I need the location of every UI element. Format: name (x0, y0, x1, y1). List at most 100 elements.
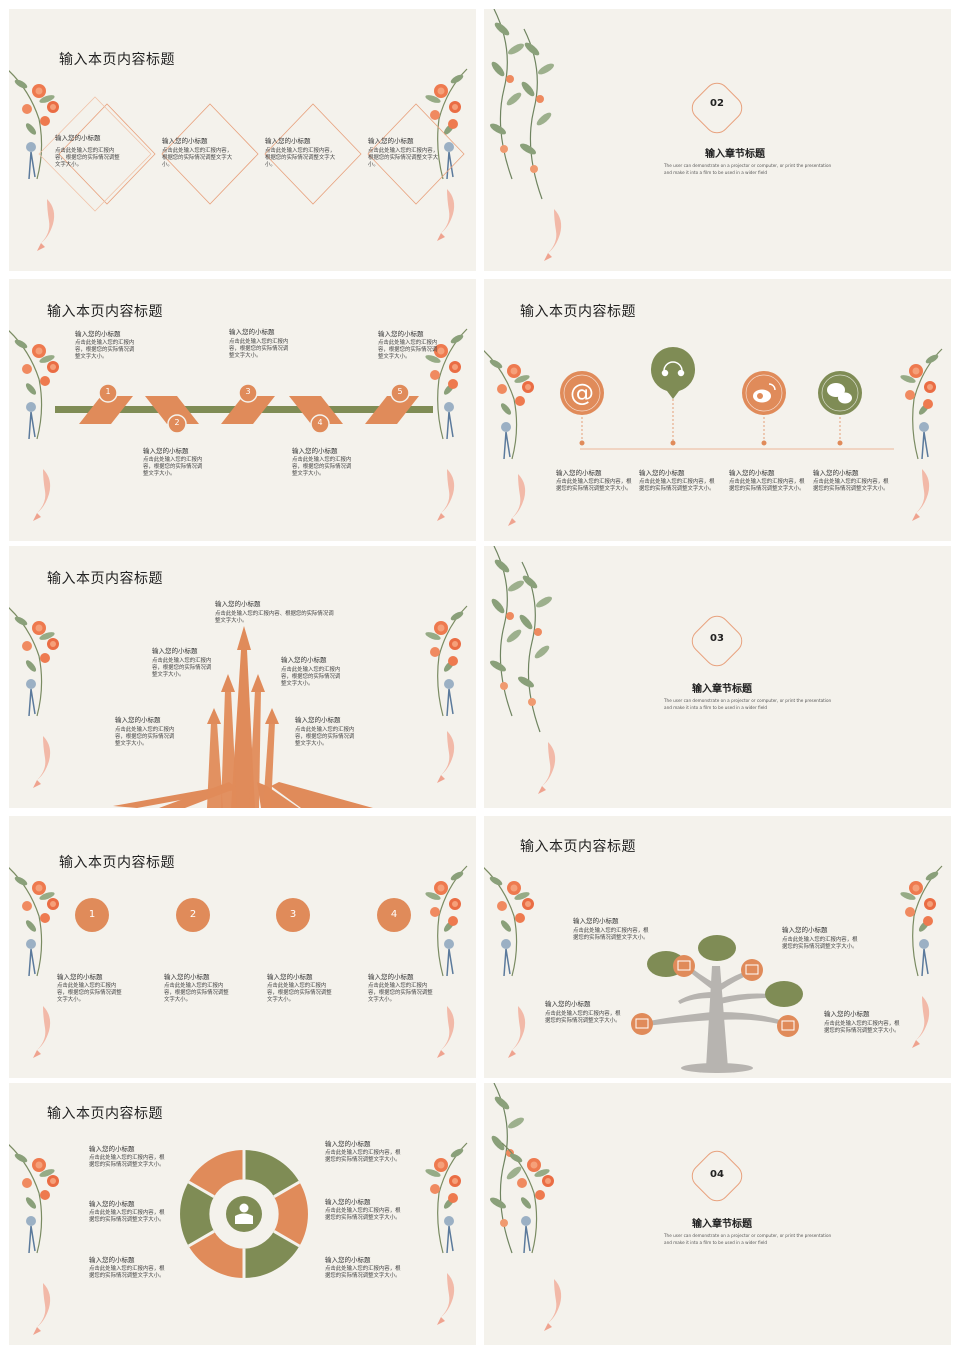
item-desc: 点击此处输入您的汇报内容，根据您的实际情况调整文字大小。 (325, 1266, 401, 1280)
user-icon (635, 1018, 649, 1029)
item-subtitle: 输入您的小标题 (639, 469, 685, 477)
item-desc: 点击此处输入您的汇报内容，根据您的实际情况调整文字大小。 (813, 479, 889, 493)
item-subtitle: 输入您的小标题 (215, 600, 261, 608)
step-number: 3 (245, 387, 251, 396)
slide-9: 输入本页内容标题 输入您的小标题 点击此处输入您的汇报内容，根据您的实际情况调整… (9, 1083, 476, 1345)
item-desc: 点击此处输入您的汇报内容，根据您的实际情况调整文字大小。 (55, 148, 120, 169)
item-desc: 点击此处输入您的汇报内容，根据您的实际情况调整文字大小。 (292, 457, 352, 478)
item-subtitle: 输入您的小标题 (143, 447, 189, 455)
item-subtitle: 输入您的小标题 (782, 926, 828, 934)
slide-decor (9, 865, 468, 1058)
section-subtitle: The user can demonstrate on a projector … (664, 698, 832, 710)
step-number: 1 (105, 387, 111, 396)
item-subtitle: 输入您的小标题 (573, 917, 619, 925)
slide-decor (487, 546, 743, 794)
item-desc: 点击此处输入您的汇报内容，根据您的实际情况调整文字大小。 (545, 1011, 621, 1025)
section-title: 输入章节标题 (705, 149, 765, 160)
item-subtitle: 输入您的小标题 (55, 134, 101, 142)
item-desc: 点击此处输入您的汇报内容，根据您的实际情况调整文字大小。 (295, 727, 355, 748)
item-desc: 点击此处输入您的汇报内容，根据您的实际情况调整文字大小。 (164, 983, 229, 1004)
slide-decor (484, 346, 943, 526)
slide-5: 输入本页内容标题 输入您的小标题 点击此处输入您的汇报内容、根据您的实际情况调整… (9, 546, 476, 808)
item-subtitle: 输入您的小标题 (162, 137, 208, 145)
slide-6: 03 输入章节标题 The user can demonstrate on a … (484, 546, 951, 808)
step-number: 2 (189, 909, 197, 920)
item-desc: 点击此处输入您的汇报内容，根据您的实际情况调整文字大小。 (267, 983, 332, 1004)
item-desc: 点击此处输入您的汇报内容，根据您的实际情况调整文字大小。 (556, 479, 632, 493)
item-desc: 点击此处输入您的汇报内容，根据您的实际情况调整文字大小。 (229, 339, 289, 360)
slide-4: @ 输入本页内容标题 输入您的小标题 点击此处输入您的汇报内容，根据您的实际情况… (484, 279, 951, 541)
slide-decor (9, 68, 468, 251)
slide-title: 输入本页内容标题 (47, 304, 163, 320)
slide-10: 04 输入章节标题 The user can demonstrate on a … (484, 1083, 951, 1345)
item-subtitle: 输入您的小标题 (556, 469, 602, 477)
item-desc: 点击此处输入您的汇报内容，根据您的实际情况调整文字大小。 (824, 1021, 900, 1035)
item-subtitle: 输入您的小标题 (115, 716, 161, 724)
item-desc: 点击此处输入您的汇报内容、根据您的实际情况调整文字大小。 (215, 611, 334, 625)
item-subtitle: 输入您的小标题 (164, 973, 210, 981)
step-number: 4 (317, 418, 323, 427)
item-subtitle: 输入您的小标题 (89, 1256, 135, 1264)
item-desc: 点击此处输入您的汇报内容，根据您的实际情况调整文字大小。 (325, 1150, 401, 1164)
item-desc: 点击此处输入您的汇报内容，根据您的实际情况调整文字大小。 (573, 928, 649, 942)
step-number: 3 (289, 909, 297, 920)
section-title: 输入章节标题 (692, 1219, 752, 1230)
at-icon: @ (570, 379, 594, 407)
slide-decor (487, 1083, 743, 1331)
item-desc: 点击此处输入您的汇报内容，根据您的实际情况调整文字大小。 (782, 937, 858, 951)
section-subtitle: The user can demonstrate on a projector … (664, 1233, 832, 1245)
item-subtitle: 输入您的小标题 (824, 1010, 870, 1018)
item-desc: 点击此处输入您的汇报内容，根据您的实际情况调整文字大小。 (115, 727, 175, 748)
slide-decor (9, 605, 468, 808)
item-subtitle: 输入您的小标题 (89, 1200, 135, 1208)
step-number: 2 (174, 418, 180, 427)
slide-title: 输入本页内容标题 (47, 1106, 163, 1122)
item-subtitle: 输入您的小标题 (368, 137, 414, 145)
item-desc: 点击此处输入您的汇报内容，根据您的实际情况调整文字大小。 (378, 340, 438, 361)
slide-decor (9, 1142, 468, 1335)
section-subtitle: The user can demonstrate on a projector … (664, 163, 832, 175)
item-subtitle: 输入您的小标题 (378, 330, 424, 338)
item-subtitle: 输入您的小标题 (229, 328, 275, 336)
item-desc: 点击此处输入您的汇报内容，根据您的实际情况调整文字大小。 (152, 658, 212, 679)
item-subtitle: 输入您的小标题 (281, 656, 327, 664)
slide-2: 02 输入章节标题 The user can demonstrate on a … (484, 9, 951, 271)
slide-title: 输入本页内容标题 (59, 52, 175, 68)
item-desc: 点击此处输入您的汇报内容，根据您的实际情况调整文字大小。 (75, 340, 135, 361)
step-number: 5 (397, 387, 403, 396)
item-desc: 点击此处输入您的汇报内容，根据您的实际情况调整文字大小。 (89, 1155, 165, 1169)
item-desc: 点击此处输入您的汇报内容，根据您的实际情况调整文字大小。 (325, 1208, 401, 1222)
section-number: 03 (710, 633, 724, 644)
item-subtitle: 输入您的小标题 (325, 1140, 371, 1148)
wechat-icon (827, 383, 852, 404)
slide-decor (487, 9, 743, 261)
item-desc: 点击此处输入您的汇报内容，根据您的实际情况调整文字大小。 (281, 667, 341, 688)
slide-8: 输入本页内容标题 输入您的小标题 点击此处输入您的汇报内容，根据您的实际情况调整… (484, 816, 951, 1078)
slide-decor (484, 865, 943, 1073)
item-subtitle: 输入您的小标题 (57, 973, 103, 981)
businessman-icon (235, 1203, 253, 1224)
section-number: 04 (710, 1169, 724, 1180)
item-subtitle: 输入您的小标题 (295, 716, 341, 724)
slide-7: 输入本页内容标题 1 2 3 4 输入您的小标题 点击此处输入您的汇报内容，根据… (9, 816, 476, 1078)
section-title: 输入章节标题 (692, 684, 752, 695)
slide-title: 输入本页内容标题 (47, 571, 163, 587)
slide-title: 输入本页内容标题 (520, 304, 636, 320)
item-desc: 点击此处输入您的汇报内容，根据您的实际情况调整文字大小。 (89, 1266, 165, 1280)
item-subtitle: 输入您的小标题 (152, 647, 198, 655)
item-subtitle: 输入您的小标题 (813, 469, 859, 477)
item-desc: 点击此处输入您的汇报内容，根据您的实际情况调整文字大小。 (729, 479, 805, 493)
item-subtitle: 输入您的小标题 (368, 973, 414, 981)
item-desc: 点击此处输入您的汇报内容，根据您的实际情况调整文字大小。 (57, 983, 122, 1004)
item-desc: 点击此处输入您的汇报内容，根据您的实际情况调整文字大小。 (265, 148, 336, 169)
item-subtitle: 输入您的小标题 (265, 137, 311, 145)
item-desc: 点击此处输入您的汇报内容，根据您的实际情况调整文字大小。 (89, 1210, 165, 1224)
edit-icon (745, 964, 759, 975)
item-subtitle: 输入您的小标题 (545, 1000, 591, 1008)
section-number: 02 (710, 98, 724, 109)
slide-title: 输入本页内容标题 (59, 855, 175, 871)
document-icon (677, 960, 691, 971)
item-subtitle: 输入您的小标题 (89, 1145, 135, 1153)
item-subtitle: 输入您的小标题 (325, 1256, 371, 1264)
step-number: 4 (390, 909, 398, 920)
